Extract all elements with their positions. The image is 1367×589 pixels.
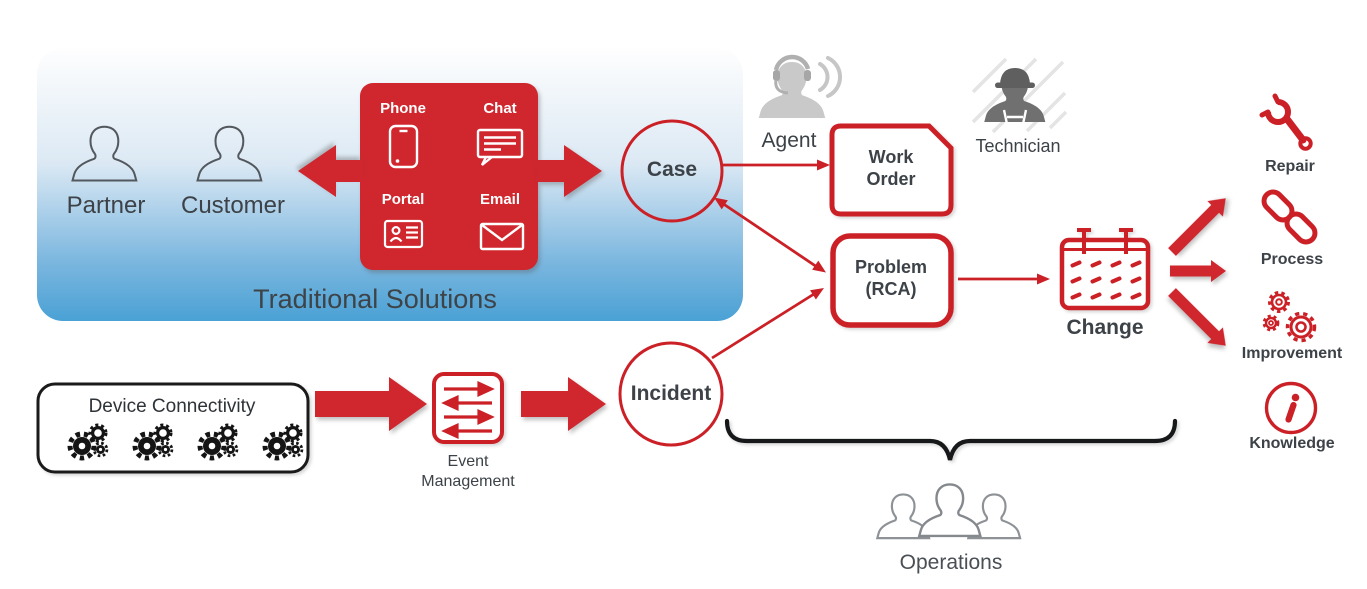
- incident-label: Incident: [630, 382, 712, 405]
- chat-icon: [476, 128, 524, 166]
- arrow-change-to-process: [1170, 260, 1226, 282]
- connector-lines: [711, 163, 1038, 360]
- gears-icon: [1262, 291, 1317, 343]
- device-connectivity-label: Device Connectivity: [88, 396, 256, 417]
- work-order-line2: Order: [866, 168, 916, 189]
- customer-label: Customer: [180, 192, 286, 219]
- incident-circle: [618, 341, 724, 447]
- operations-label: Operations: [899, 551, 1003, 574]
- info-icon: [1264, 381, 1318, 435]
- knowledge-label: Knowledge: [1249, 435, 1335, 452]
- work-order-box: [829, 123, 954, 217]
- technician-icon: [971, 57, 1068, 134]
- event-line1: Event: [447, 453, 489, 470]
- arrow-channels-to-customers: [298, 145, 362, 197]
- portal-label: Portal: [381, 191, 425, 208]
- event-line2: Management: [421, 472, 515, 490]
- technician-label: Technician: [975, 136, 1061, 156]
- problem-label: Problem (RCA): [855, 257, 927, 301]
- partner-label: Partner: [66, 192, 146, 219]
- wrench-icon: [1259, 93, 1313, 151]
- improvement-label: Improvement: [1241, 345, 1343, 362]
- event-routing-icon: [432, 372, 504, 444]
- email-label: Email: [479, 191, 521, 208]
- problem-line2: (RCA): [865, 278, 917, 299]
- agent-label: Agent: [761, 129, 817, 152]
- connector-arrowheads: [714, 159, 1050, 300]
- phone-icon: [388, 124, 419, 169]
- arrow-event-to-incident: [521, 377, 606, 431]
- process-label: Process: [1260, 251, 1324, 268]
- arrow-change-to-repair: [1168, 198, 1226, 256]
- portal-icon: [383, 219, 424, 249]
- arrow-change-to-improvement: [1168, 288, 1226, 346]
- problem-line1: Problem: [854, 257, 928, 277]
- case-circle: [620, 119, 724, 223]
- phone-label: Phone: [380, 100, 426, 117]
- email-icon: [479, 222, 525, 251]
- change-label: Change: [1066, 316, 1144, 339]
- event-management-label: Event Management: [421, 452, 514, 491]
- case-label: Case: [646, 158, 698, 181]
- arrow-devices-to-event: [315, 377, 427, 431]
- operations-brace: [724, 418, 1178, 461]
- operations-group-icon: [876, 483, 1022, 540]
- repair-label: Repair: [1265, 158, 1315, 175]
- chat-label: Chat: [483, 100, 517, 117]
- chain-icon: [1261, 189, 1318, 245]
- change-calendar-icon: [1059, 228, 1151, 311]
- traditional-solutions-title: Traditional Solutions: [253, 284, 497, 314]
- arrow-channels-to-case: [538, 145, 602, 197]
- agent-icon: [758, 54, 842, 118]
- problem-box: [830, 233, 954, 328]
- work-order-label: Work Order: [866, 147, 915, 191]
- work-order-line1: Work: [868, 147, 914, 167]
